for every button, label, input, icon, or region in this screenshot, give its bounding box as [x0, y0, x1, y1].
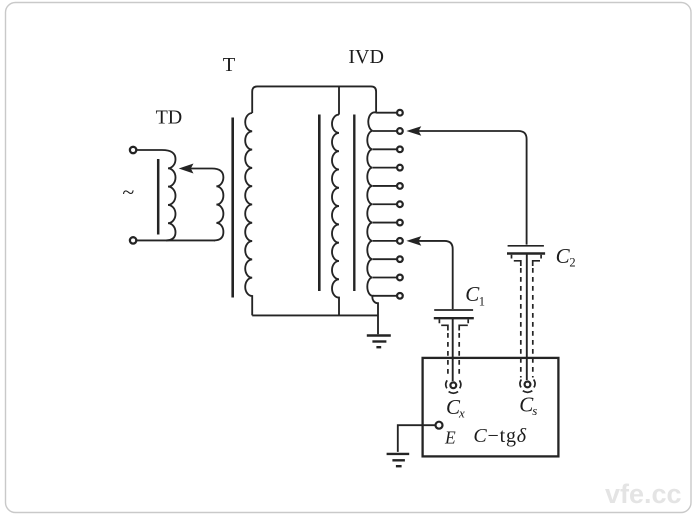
svg-text:E: E [444, 427, 456, 447]
svg-text:IVD: IVD [348, 46, 384, 68]
svg-text:s: s [532, 403, 537, 418]
svg-text:C: C [465, 282, 480, 306]
svg-text:1: 1 [479, 294, 485, 308]
svg-text:TD: TD [156, 107, 183, 129]
svg-text:C: C [446, 395, 461, 419]
svg-text:C: C [556, 244, 571, 268]
svg-text:vfe.cc: vfe.cc [605, 479, 682, 509]
svg-text:C−tgδ: C−tgδ [473, 425, 527, 447]
svg-text:T: T [223, 54, 236, 76]
svg-text:x: x [458, 405, 465, 420]
svg-text:2: 2 [569, 255, 575, 269]
svg-text:C: C [519, 393, 534, 417]
svg-text:~: ~ [122, 180, 134, 205]
